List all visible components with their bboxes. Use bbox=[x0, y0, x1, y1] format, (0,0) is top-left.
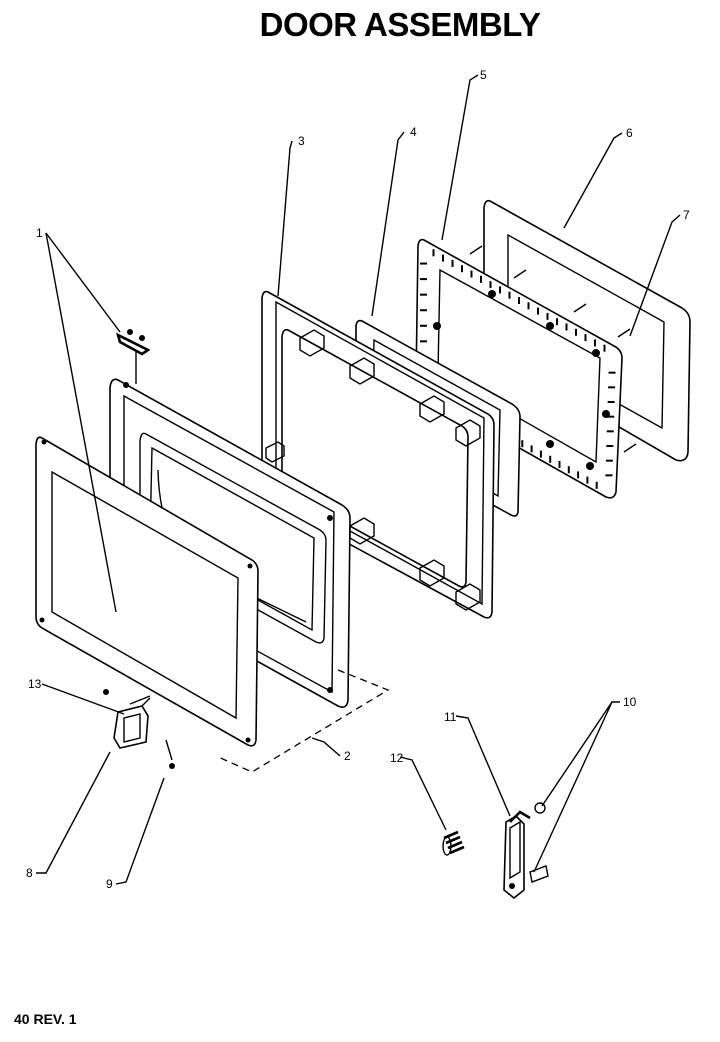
gasket-hole bbox=[586, 462, 594, 470]
gasket-hole bbox=[546, 322, 554, 330]
page-title: DOOR ASSEMBLY bbox=[259, 6, 541, 43]
gasket-hole bbox=[592, 349, 600, 357]
callout-2: 2 bbox=[344, 749, 351, 763]
part-9-screw bbox=[165, 739, 175, 769]
callout-1: 1 bbox=[36, 226, 43, 240]
part-5-gasket-frame bbox=[415, 238, 637, 499]
callout-6: 6 bbox=[626, 126, 633, 140]
callout-9: 9 bbox=[106, 877, 113, 891]
gasket-hole bbox=[488, 290, 496, 298]
gasket-hole bbox=[546, 440, 554, 448]
callout-7: 7 bbox=[683, 208, 690, 222]
part-11-latch-hook bbox=[503, 810, 531, 900]
callout-3: 3 bbox=[298, 134, 305, 148]
callout-12: 12 bbox=[390, 751, 404, 765]
assembly-outline bbox=[215, 669, 390, 773]
part-10-screws bbox=[529, 802, 549, 883]
callout-11: 11 bbox=[444, 710, 457, 724]
callout-10: 10 bbox=[623, 695, 637, 709]
part-2-door-body bbox=[109, 378, 351, 708]
part-1-hinge-upper bbox=[115, 329, 151, 384]
callout-labels: 1 2 3 4 5 6 7 8 9 10 11 12 13 bbox=[26, 68, 690, 891]
part-3-inner-frame bbox=[261, 290, 495, 619]
callout-4: 4 bbox=[410, 125, 417, 139]
screw-hole bbox=[123, 382, 129, 388]
gasket-hole bbox=[433, 322, 441, 330]
callout-8: 8 bbox=[26, 866, 33, 880]
callout-5: 5 bbox=[480, 68, 487, 82]
gasket-hole bbox=[602, 410, 610, 418]
screw-hole bbox=[327, 687, 333, 693]
leader-lines bbox=[36, 74, 681, 885]
callout-13: 13 bbox=[28, 677, 42, 691]
front-trim-frame bbox=[35, 436, 259, 747]
screw-hole bbox=[327, 515, 333, 521]
page-footer: 40 REV. 1 bbox=[14, 1011, 77, 1027]
part-12-spring bbox=[442, 830, 465, 856]
part-8-latch-bracket bbox=[103, 689, 151, 749]
